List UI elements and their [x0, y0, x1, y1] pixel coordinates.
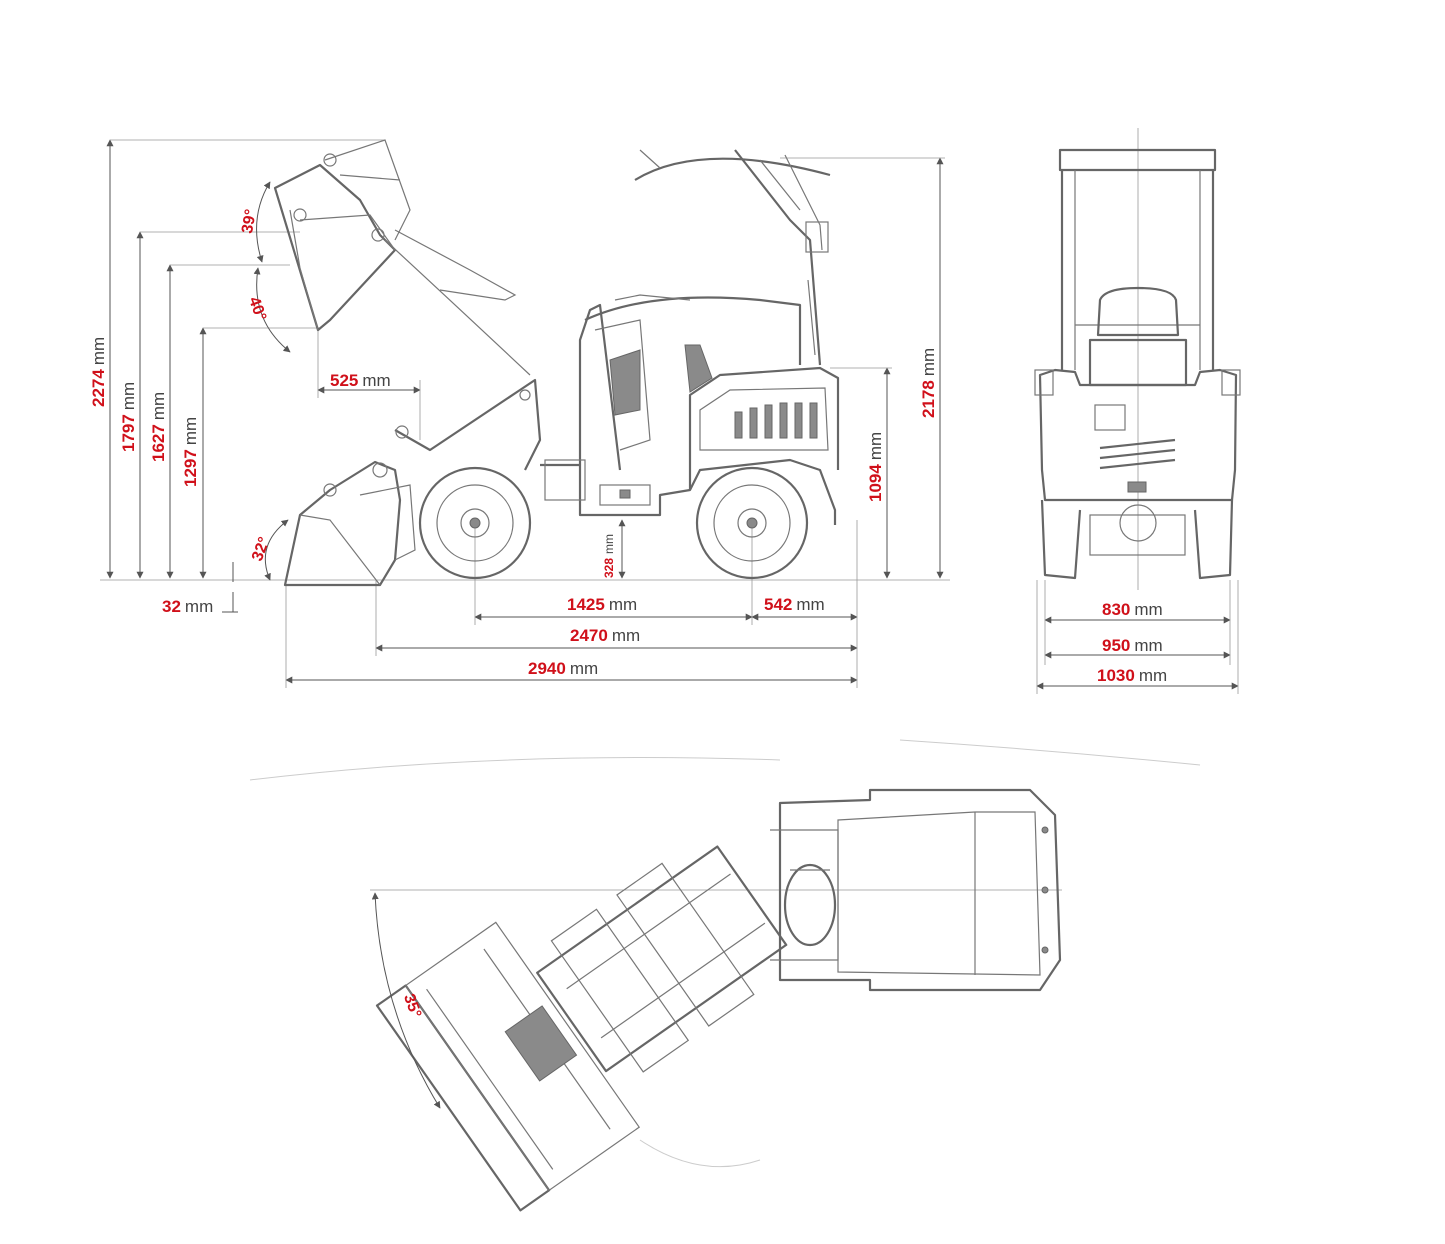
top-view [249, 739, 1201, 1212]
engine-vent [734, 402, 818, 439]
rear-grille [1099, 438, 1176, 470]
label-pin-height: 1797mm [119, 381, 138, 452]
rear-wheel [695, 466, 809, 580]
side-view [100, 139, 950, 688]
label-dump-height: 1297mm [181, 416, 200, 487]
label-seat-height: 1094mm [866, 431, 885, 502]
label-overall-height: 2178mm [919, 347, 938, 418]
top-front-rotated [375, 845, 788, 1212]
label-ground-clearance: 328mm [602, 533, 616, 578]
label-max-height: 2274mm [89, 336, 108, 407]
arc-dump-angle [253, 267, 291, 353]
arc-rollback-top [256, 181, 271, 263]
arc-rollback-ground [264, 519, 289, 581]
arc-articulation [371, 892, 441, 1109]
rear-view [1034, 128, 1241, 694]
label-dump-height-upper: 1627mm [149, 391, 168, 462]
loader-body [540, 149, 840, 525]
front-wheel [418, 466, 532, 580]
raised-bucket [273, 139, 531, 376]
lowered-bucket [283, 378, 542, 587]
top-rear-body [770, 788, 1062, 992]
